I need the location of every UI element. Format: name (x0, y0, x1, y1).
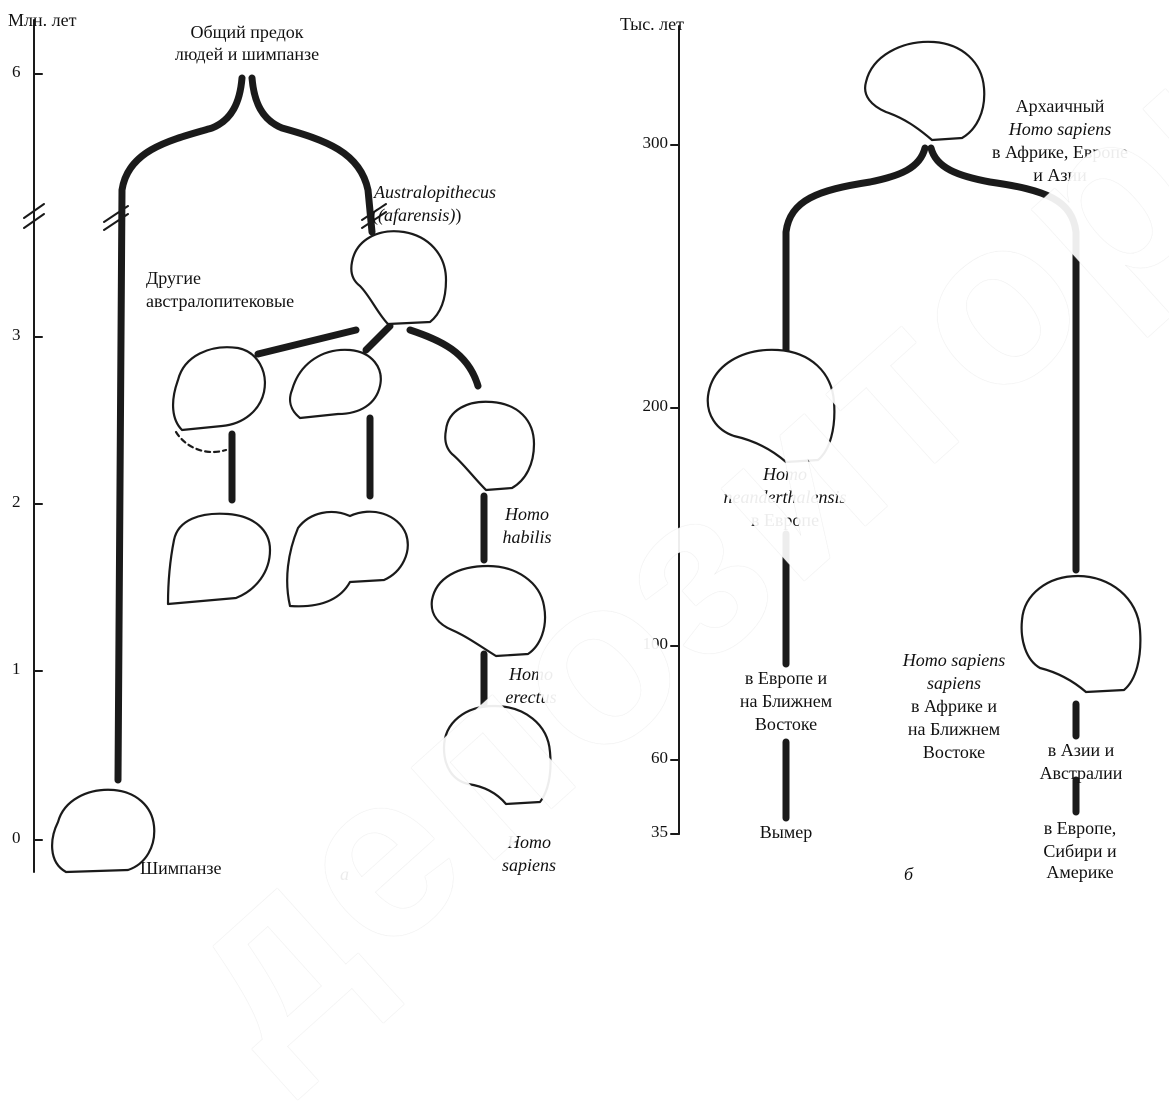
australopithecus-label-1: Australopithecus (374, 182, 496, 203)
extinct-label: Вымер (740, 822, 832, 843)
tick-a-3: 3 (12, 325, 21, 345)
common-ancestor-label-1: Общий предок (142, 22, 352, 43)
tick-a-0: 0 (12, 828, 21, 848)
modern-sapiens-skull-icon (1022, 576, 1141, 692)
axis-a-ticks (34, 74, 42, 840)
tick-a-1: 1 (12, 659, 21, 679)
other-australopithecines-label-2: австралопитековые (146, 291, 294, 312)
australopithecine-skull-3-icon (168, 514, 270, 604)
common-ancestor-label-2: людей и шимпанзе (142, 44, 352, 65)
australopithecine-skull-1-icon (173, 347, 265, 430)
robust-australopithecine-skull-icon (287, 512, 408, 607)
chimpanzee-skull-icon (52, 790, 154, 872)
panel-b-letter: б (904, 864, 913, 885)
other-australopithecines-label-1: Другие (146, 268, 201, 289)
branch-breaks-a (104, 204, 386, 230)
tick-b-300: 300 (618, 133, 668, 153)
tick-b-35: 35 (618, 822, 668, 842)
afarensis-skull-icon (351, 231, 446, 324)
europe-label-1: в Европе, (1020, 818, 1140, 839)
australopithecine-skull-2-icon (290, 350, 381, 418)
axis-unit-a: Млн. лет (8, 10, 76, 31)
hominin-lineage-line (252, 78, 372, 232)
hss-label-4: на Ближнем (884, 719, 1024, 740)
hss-label-3: в Африке и (884, 696, 1024, 717)
hss-label-2: sapiens (884, 673, 1024, 694)
tick-a-2: 2 (12, 492, 21, 512)
europe-label-2: Сибири и (1020, 841, 1140, 862)
homo-habilis-skull-icon (445, 402, 534, 490)
europe-label-3: Америке (1020, 862, 1140, 883)
tick-a-6: 6 (12, 62, 21, 82)
hss-label-5: Востоке (884, 742, 1024, 763)
asia-label-1: в Азии и (1026, 740, 1136, 761)
tick-b-200: 200 (618, 396, 668, 416)
asia-label-2: Австралии (1026, 763, 1136, 784)
australopithecus-label-2: ((afarensis)) (372, 205, 461, 226)
axis-unit-b: Тыс. лет (620, 14, 684, 35)
hss-label-1: Homo sapiens (884, 650, 1024, 671)
